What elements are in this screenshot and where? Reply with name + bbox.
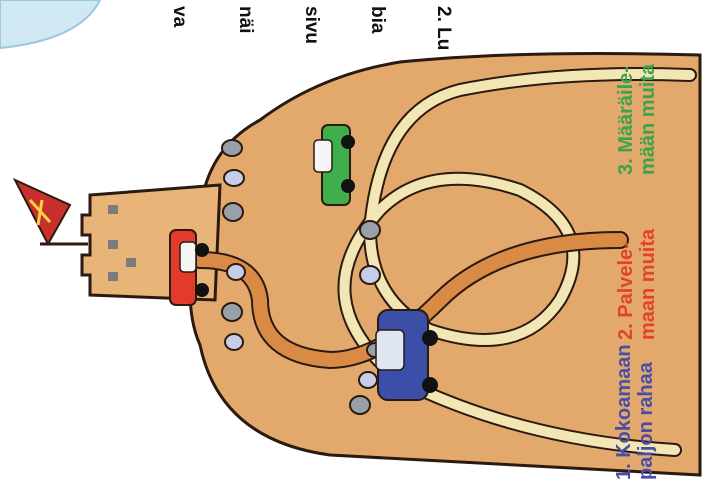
car-blue-icon (376, 310, 438, 400)
flag-icon (15, 180, 88, 244)
instruction-line: bia (366, 6, 388, 66)
castle-tower-icon (82, 185, 220, 300)
path-label-1: 1. Kokoamaan paljon rahaa (613, 344, 657, 480)
instruction-line: va (168, 6, 190, 66)
path-label-line: 1. Kokoamaan (613, 344, 635, 480)
path-label-line: 2. Palvele- (615, 229, 637, 340)
path-label-3: 3. Määräile- mään muita (615, 64, 659, 175)
path-label-line: mään muita (637, 64, 659, 175)
instruction-line: 2. Lu (432, 6, 454, 66)
instruction-line: näi (234, 6, 256, 66)
path-label-line: maan muita (637, 229, 659, 340)
path-label-line: paljon rahaa (635, 344, 657, 480)
instruction-text: 2. Lu bia sivu näi va (146, 6, 498, 66)
path-label-line: 3. Määräile- (615, 64, 637, 175)
path-label-2: 2. Palvele- maan muita (615, 229, 659, 340)
sky-corner (0, 0, 100, 48)
instruction-line: sivu (300, 6, 322, 66)
